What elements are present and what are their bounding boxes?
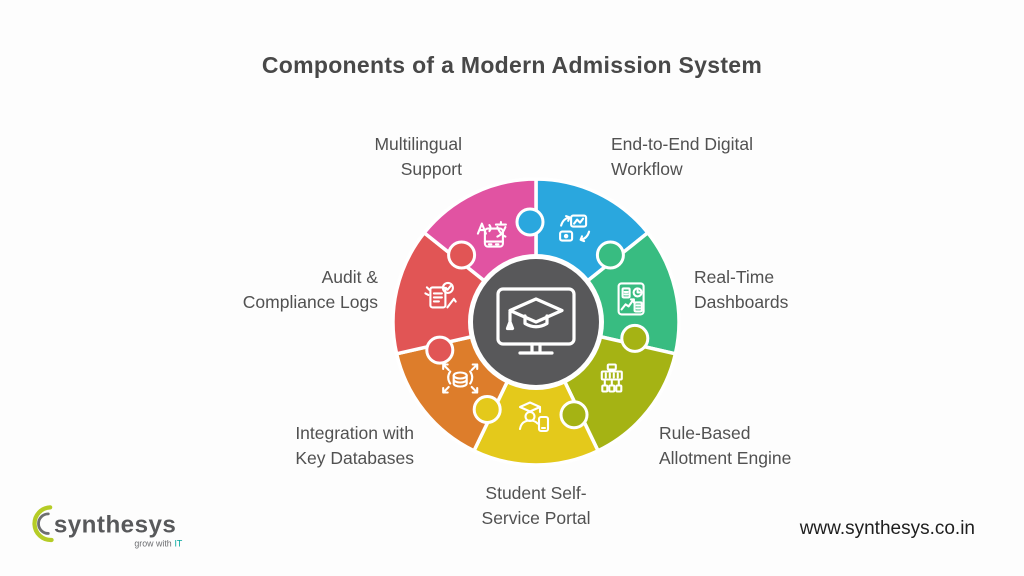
translation-icon bbox=[476, 221, 507, 248]
label-end-to-end-digital-workflow: End-to-End Digital Workflow bbox=[611, 134, 754, 179]
digital-workflow-icon bbox=[559, 214, 591, 243]
puzzle-knob-audit-compliance-logs bbox=[425, 335, 455, 365]
puzzle-knob-student-self-service-portal bbox=[472, 395, 502, 424]
puzzle-knob-audit-compliance-logs bbox=[447, 240, 477, 270]
label-multilingual-support: Multilingual Support bbox=[374, 134, 462, 179]
tagline-prefix: grow with bbox=[134, 538, 171, 548]
student-portal-icon bbox=[518, 401, 550, 433]
logo-wordmark: synthesys bbox=[54, 512, 177, 539]
puzzle-knob-real-time-dashboards bbox=[595, 240, 625, 270]
logo-crescent-inner-icon bbox=[37, 512, 50, 535]
website-url: www.synthesys.co.in bbox=[799, 518, 975, 539]
tagline-highlight: IT bbox=[174, 538, 182, 548]
audit-log-icon bbox=[424, 281, 457, 309]
label-audit-compliance-logs: Audit & Compliance Logs bbox=[242, 267, 378, 312]
puzzle-wheel-svg bbox=[391, 177, 681, 467]
label-integration-with-key-databases: Integration with Key Databases bbox=[295, 423, 414, 468]
puzzle-knob-rule-based-allotment-engine bbox=[620, 323, 650, 353]
allotment-engine-icon bbox=[600, 363, 623, 393]
dashboard-icon bbox=[617, 282, 645, 316]
segment-student-self-service-portal bbox=[472, 320, 600, 467]
label-real-time-dashboards: Real-Time Dashboards bbox=[694, 267, 789, 312]
puzzle-knob-end-to-end-digital-workflow bbox=[515, 207, 545, 237]
label-rule-based-allotment-engine: Rule-Based Allotment Engine bbox=[659, 423, 792, 468]
database-integration-icon bbox=[442, 363, 479, 394]
puzzle-knob-rule-based-allotment-engine bbox=[559, 400, 589, 430]
label-student-self-service-portal: Student Self- Service Portal bbox=[481, 483, 591, 528]
puzzle-wheel-diagram bbox=[386, 172, 686, 472]
graduation-cap-monitor-icon bbox=[496, 287, 576, 355]
logo-crescent-outer-icon bbox=[32, 505, 54, 543]
page-title: Components of a Modern Admission System bbox=[261, 52, 763, 78]
